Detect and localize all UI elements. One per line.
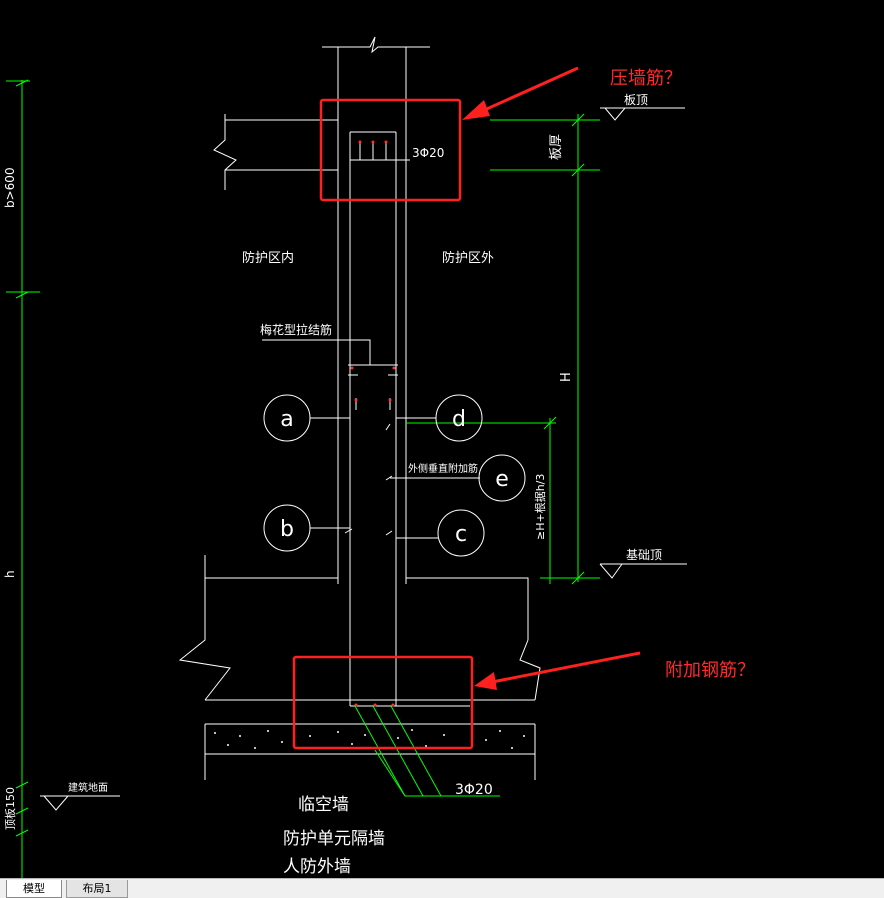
foundation-top-label: 基础顶 (626, 548, 662, 562)
rebar-points (350, 140, 396, 707)
layout-tab-bar: 模型 布局1 (0, 878, 884, 898)
top-arrow (462, 66, 579, 120)
bubble-d-label: d (452, 407, 466, 432)
left-dim-bottom-label: 顶板150 (3, 787, 17, 830)
elevation-marker-foundation-top (599, 563, 687, 579)
wall-type-1: 临空墙 (298, 795, 349, 815)
left-dimension-line (6, 79, 40, 878)
tab-layout1[interactable]: 布局1 (66, 880, 128, 898)
cad-drawing-canvas[interactable]: b>600 h 顶板150 (0, 0, 884, 878)
tie-bar-label: 梅花型拉结筋 (260, 322, 332, 337)
bottom-question-annotation: 附加钢筋？ (665, 660, 755, 681)
bubble-d[interactable]: d (435, 394, 483, 442)
wall-structure (178, 36, 541, 780)
bubble-b-label: b (280, 517, 294, 542)
bottom-rebar-label: 3Φ20 (455, 782, 493, 798)
left-dim-top-label: b>600 (3, 167, 17, 208)
bottom-arrow (474, 651, 641, 690)
bubble-a-label: a (280, 407, 293, 432)
outer-vertical-bar-label: 外侧垂直附加筋 (408, 462, 478, 475)
height-h-label: H (559, 372, 574, 382)
inside-zone-label: 防护区内 (242, 250, 294, 266)
top-question-annotation: 压墙筋？ (610, 68, 682, 89)
bottom-highlight-box (292, 655, 474, 750)
bubble-e-label: e (495, 467, 509, 492)
slab-top-label: 板顶 (624, 93, 648, 107)
elevation-marker-slab-top (600, 107, 685, 121)
bubble-a[interactable]: a (263, 394, 311, 442)
slab-thickness-label: 板厚 (549, 134, 564, 160)
bubble-e[interactable]: e (478, 454, 526, 502)
height-ratio-label: ≥H+根据h/3 (533, 474, 547, 540)
bubble-c-label: c (455, 522, 467, 547)
top-rebar-label: 3Φ20 (412, 146, 444, 160)
building-ground-label: 建筑地面 (68, 781, 108, 794)
top-highlight-box (319, 98, 462, 202)
wall-type-2: 防护单元隔墙 (283, 829, 385, 849)
right-dimension-lines (354, 113, 600, 797)
elevation-marker-ground (40, 795, 120, 811)
tab-model[interactable]: 模型 (6, 880, 62, 898)
wall-type-3: 人防外墙 (283, 857, 351, 877)
left-dim-h-label: h (3, 570, 17, 578)
bubble-b[interactable]: b (263, 504, 311, 552)
outside-zone-label: 防护区外 (442, 250, 494, 266)
bubble-c[interactable]: c (437, 509, 485, 557)
